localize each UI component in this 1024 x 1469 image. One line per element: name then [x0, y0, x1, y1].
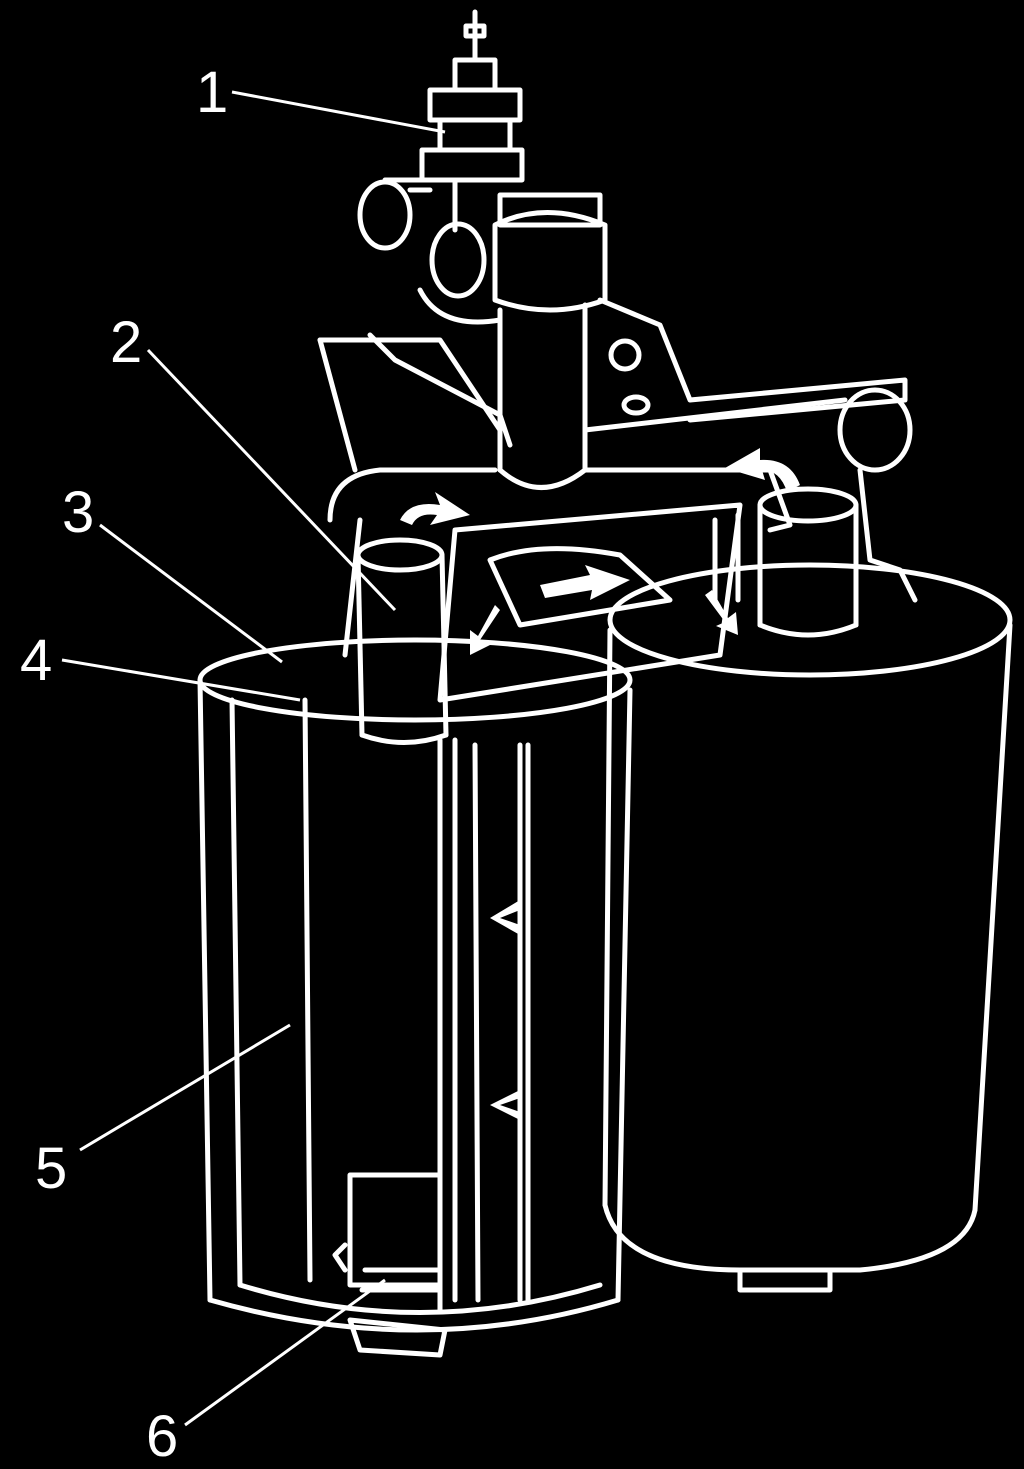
leader-line-1 [231, 90, 446, 134]
right-filter-canister [602, 486, 1013, 1293]
callout-number-3: 3 [62, 480, 95, 545]
drain-valve [332, 1172, 448, 1358]
leader-line-3 [99, 523, 283, 664]
flow-arrows [400, 448, 800, 1120]
mounting-bracket [317, 297, 918, 603]
callout-number-2: 2 [110, 310, 143, 375]
leader-lines [61, 90, 446, 1427]
callout-number-6: 6 [146, 1404, 179, 1469]
center-pipe [355, 537, 449, 745]
callout-number-1: 1 [196, 60, 229, 125]
center-stem [497, 302, 588, 490]
leader-line-5 [79, 1023, 291, 1152]
leader-line-4 [61, 658, 301, 702]
callout-number-4: 4 [20, 628, 53, 693]
valve-fitting [357, 9, 608, 325]
leader-line-2 [146, 348, 397, 612]
leader-line-6 [184, 1278, 386, 1427]
left-filter-canister [197, 637, 633, 1333]
callout-number-5: 5 [35, 1136, 68, 1201]
